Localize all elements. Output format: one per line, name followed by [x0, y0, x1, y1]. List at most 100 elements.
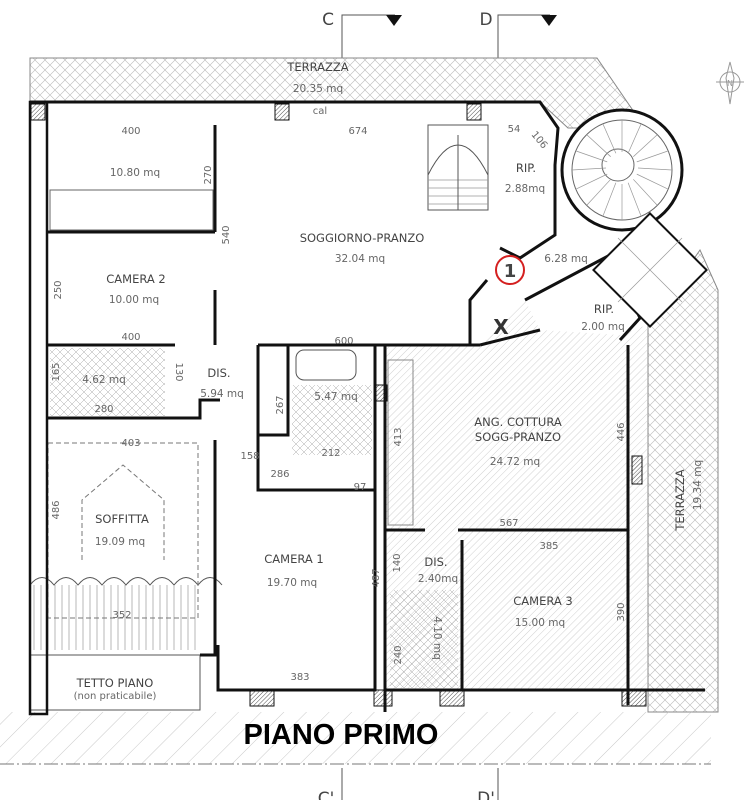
living-name: SOGGIORNO-PRANZO — [300, 231, 425, 245]
svg-text:C': C' — [318, 789, 335, 800]
svg-text:1: 1 — [504, 261, 517, 282]
camera2-name: CAMERA 2 — [106, 272, 165, 286]
bathtub-icon — [295, 349, 357, 381]
flue-label: cal — [313, 106, 327, 117]
terrace-top-area: 20.35 mq — [293, 83, 343, 95]
stair-step — [636, 150, 669, 163]
section-marker-d: D — [479, 10, 557, 58]
kitchen-counter — [49, 189, 214, 231]
section-marker-c: C — [322, 10, 402, 58]
stair-step — [633, 179, 658, 206]
section-marker-d-prime: D' — [477, 768, 499, 800]
ang-cottura-area: 24.72 mq — [490, 456, 540, 468]
walls — [28, 100, 705, 716]
stair-step — [602, 123, 617, 154]
svg-text:140: 140 — [392, 553, 403, 572]
soffitta-area: 19.09 mq — [95, 536, 145, 548]
stair-step — [627, 123, 642, 154]
spiral-staircase — [560, 108, 708, 328]
removed-wall-marker: X — [493, 315, 509, 339]
soffitta-name: SOFFITTA — [95, 512, 149, 526]
stair-step — [571, 167, 607, 171]
stair-step — [637, 167, 673, 171]
svg-text:540: 540 — [221, 225, 232, 244]
svg-text:54: 54 — [508, 124, 521, 135]
pillars — [30, 103, 647, 707]
stair-step — [575, 150, 608, 163]
camera3-area: 15.00 mq — [515, 617, 565, 629]
rip2-area: 2.00 mq — [581, 321, 625, 333]
svg-text:487: 487 — [371, 568, 382, 587]
svg-text:N: N — [727, 79, 733, 88]
svg-text:212: 212 — [321, 448, 340, 459]
terrace-right-name: TERRAZZA — [673, 469, 687, 531]
ang-cottura-name: ANG. COTTURA — [474, 415, 562, 429]
adjacent-property-band — [0, 712, 711, 764]
bath3-area: 4.10 mq — [431, 616, 443, 660]
terrace-right: TERRAZZA 19.34 mq — [647, 248, 719, 713]
rip1-area: 2.88mq — [505, 183, 545, 195]
living-area: 32.04 mq — [335, 253, 385, 265]
svg-text:413: 413 — [393, 427, 404, 446]
svg-text:280: 280 — [94, 404, 113, 415]
svg-text:D: D — [479, 10, 492, 30]
svg-text:352: 352 — [112, 610, 131, 621]
ang-cottura-name2: SOGG-PRANZO — [475, 430, 561, 444]
camera2-area: 10.00 mq — [109, 294, 159, 306]
dis1-name: DIS. — [207, 366, 230, 380]
svg-text:130: 130 — [173, 362, 184, 381]
kitchen-counter-2 — [387, 359, 414, 526]
terrace-top-name: TERRAZZA — [286, 60, 348, 74]
svg-text:97: 97 — [354, 482, 367, 493]
stair-step — [586, 134, 611, 157]
svg-text:400: 400 — [121, 126, 140, 137]
svg-text:400: 400 — [121, 332, 140, 343]
svg-text:486: 486 — [51, 500, 62, 519]
camera1-area: 19.70 mq — [267, 577, 317, 589]
stair-step — [575, 173, 608, 190]
tetto-name: TETTO PIANO — [76, 676, 154, 690]
svg-text:267: 267 — [275, 395, 286, 414]
stair-step — [586, 179, 611, 206]
bathroom-2 — [292, 385, 372, 455]
svg-text:390: 390 — [616, 602, 627, 621]
plan-title: PIANO PRIMO — [244, 719, 439, 751]
svg-text:383: 383 — [290, 672, 309, 683]
bathroom-3 — [390, 590, 458, 688]
svg-text:240: 240 — [393, 645, 404, 664]
svg-text:158: 158 — [240, 451, 259, 462]
staircase — [427, 124, 489, 211]
stair-step — [636, 173, 669, 190]
camera1-name: CAMERA 1 — [264, 552, 323, 566]
dis1-area: 5.94 mq — [200, 388, 244, 400]
svg-text:674: 674 — [348, 126, 367, 137]
roof-area — [29, 442, 223, 711]
camera3-name: CAMERA 3 — [513, 594, 572, 608]
svg-text:C: C — [322, 10, 334, 30]
svg-text:286: 286 — [270, 469, 289, 480]
rip2-name: RIP. — [594, 302, 614, 316]
dis2-area: 2.40mq — [418, 573, 458, 585]
svg-text:600: 600 — [334, 336, 353, 347]
stair-step — [633, 134, 658, 157]
svg-text:567: 567 — [499, 518, 518, 529]
svg-text:106: 106 — [529, 130, 550, 152]
stair-step — [602, 182, 617, 217]
bathroom-1 — [50, 348, 165, 416]
svg-text:446: 446 — [616, 422, 627, 441]
dis2-name: DIS. — [424, 555, 447, 569]
tetto-note: (non praticabile) — [74, 691, 157, 702]
svg-text:385: 385 — [539, 541, 558, 552]
stair-step — [627, 182, 642, 217]
dimensions: 400 674 54 106 270 540 250 400 600 165 1… — [51, 124, 627, 683]
terrace-right-area: 19.34 mq — [692, 460, 704, 510]
rip1-name: RIP. — [516, 161, 536, 175]
svg-text:403: 403 — [121, 438, 140, 449]
stair-landing-area: 6.28 mq — [544, 253, 588, 265]
svg-text:270: 270 — [203, 165, 214, 184]
bath2-area: 5.47 mq — [314, 391, 358, 403]
section-marker-c-prime: C' — [318, 768, 343, 800]
terrace-top: TERRAZZA 20.35 mq — [29, 57, 646, 129]
bath1-area: 4.62 mq — [82, 374, 126, 386]
